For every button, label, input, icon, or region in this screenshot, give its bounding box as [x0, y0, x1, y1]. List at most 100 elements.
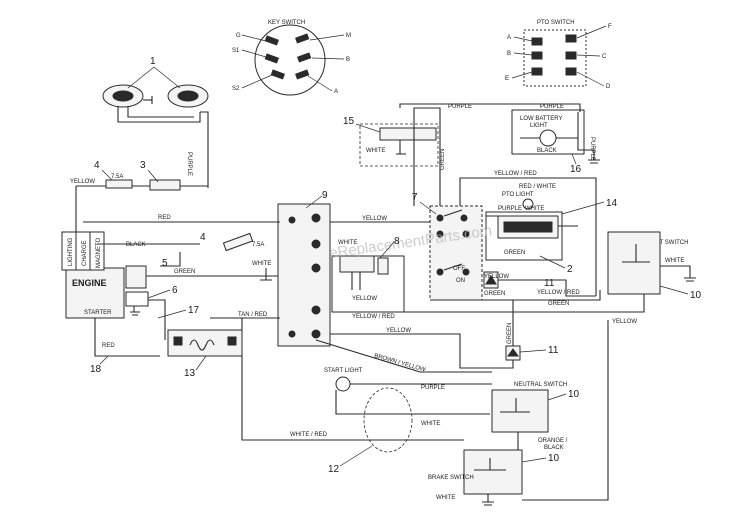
key-terminal-s1: S1 — [232, 48, 240, 54]
wire-label-white-brake: WHITE — [436, 495, 455, 501]
key-terminal-g: G — [236, 33, 241, 39]
start-light-label: START LIGHT — [324, 368, 363, 374]
wire-label-white-pto: WHITE — [525, 206, 544, 212]
wire-label-green-vertical: GREEN — [440, 149, 446, 170]
module-off-label: OFF — [453, 266, 465, 272]
pto-terminal-a: A — [507, 35, 511, 41]
wire-label-yellow-relay: YELLOW — [352, 296, 377, 302]
engine-terminal-lighting: LIGHTING — [68, 237, 74, 266]
start-light: START LIGHT — [324, 368, 492, 453]
module-on-label: ON — [456, 278, 465, 284]
fuse-light-switch: 7.5A YELLOW — [70, 174, 208, 191]
starter-relay — [167, 317, 276, 357]
diode-upper — [483, 271, 499, 289]
callout-10-seat: 10 — [690, 290, 702, 301]
callout-15: 15 — [343, 116, 355, 127]
brake-switch-label: BRAKE SWITCH — [428, 475, 474, 481]
wiring-harness: RED BLACK GREEN WHITE YELLOW GREEN PURPL… — [90, 103, 645, 501]
wire-label-white-relay: WHITE — [338, 240, 357, 246]
pto-terminal-f: F — [608, 24, 612, 30]
callout-6: 6 — [172, 285, 178, 296]
engine-starter-label: STARTER — [84, 310, 112, 316]
wire-label-red-main: RED — [158, 215, 171, 221]
callout-1: 1 — [150, 56, 156, 67]
pto-interlock-module: OFF ON — [429, 205, 483, 301]
pto-relay: WHITE — [331, 240, 405, 313]
wire-label-green-module: GREEN — [484, 291, 505, 297]
wire-label-yellow-module: YELLOW — [484, 274, 509, 280]
wire-label-green-pto: GREEN — [504, 250, 525, 256]
brake-switch: BRAKE SWITCH WHITE — [428, 449, 523, 506]
wire-label-yellow-lower: YELLOW — [386, 328, 411, 334]
neutral-switch: NEUTRAL SWITCH ORANGE / BLACK — [491, 382, 568, 451]
wire-label-white-seat: WHITE — [665, 258, 684, 264]
engine-terminal-magneto: MAGNETO — [96, 237, 102, 268]
wire-label-white-red: WHITE / RED — [290, 432, 328, 438]
wire-label-red-white: RED / WHITE — [519, 184, 556, 190]
wire-label-yellow-top: YELLOW — [70, 179, 95, 185]
key-terminal-b: B — [346, 57, 350, 63]
wire-label-green-main: GREEN — [174, 269, 195, 275]
fuse-rating: 7.5A — [111, 174, 123, 180]
low-battery-label-2: LIGHT — [530, 123, 548, 129]
wire-label-black-battery: BLACK — [537, 148, 557, 154]
wire-label-brown-yellow: BROWN / YELLOW — [373, 353, 426, 373]
callout-2: 2 — [567, 264, 573, 275]
wire-label-yellow-red-relay: YELLOW / RED — [352, 314, 395, 320]
wire-label-white-board: WHITE — [252, 261, 271, 267]
wire-label-tan-red: TAN / RED — [238, 312, 268, 318]
wire-label-purple-top-2: PURPLE — [540, 104, 564, 110]
pto-light-assembly: PTO LIGHT RED / WHITE PURPLE WHITE GREEN — [485, 184, 578, 261]
low-battery-label-1: LOW BATTERY — [520, 116, 562, 122]
seat-switch: SEAT SWITCH WHITE — [607, 231, 696, 295]
callout-8: 8 — [394, 236, 400, 247]
pto-light-label: PTO LIGHT — [502, 192, 534, 198]
wire-label-orange-black-1: ORANGE / — [538, 438, 568, 444]
key-switch-title: KEY SWITCH — [268, 20, 305, 26]
key-switch: KEY SWITCH G M S1 B S2 A — [232, 20, 351, 96]
pto-terminal-c: C — [602, 54, 607, 60]
callout-4-mid: 4 — [200, 232, 206, 243]
callout-12: 12 — [328, 464, 340, 475]
callout-9: 9 — [322, 190, 328, 201]
fuse-block-rating: 7.5A — [252, 242, 264, 248]
key-terminal-s2: S2 — [232, 86, 240, 92]
wire-label-green-lower: GREEN — [548, 301, 569, 307]
diode-module-15: WHITE — [359, 123, 439, 167]
pto-terminal-b: B — [507, 51, 511, 57]
wire-label-green-diode: GREEN — [507, 323, 513, 344]
engine-terminal-charge: CHARGE — [82, 240, 88, 266]
headlights: PURPLE — [102, 66, 209, 188]
callout-5: 5 — [162, 258, 168, 269]
wire-label-purple-headlight: PURPLE — [186, 152, 192, 176]
wire-label-yellow-seat: YELLOW — [612, 319, 637, 325]
neutral-switch-label: NEUTRAL SWITCH — [514, 382, 567, 388]
seat-switch-label: SEAT SWITCH — [648, 240, 688, 246]
callout-3: 3 — [140, 160, 146, 171]
main-connector-board: 7.5A — [222, 203, 331, 347]
callout-10-brake: 10 — [548, 453, 560, 464]
engine: ENGINE STARTER LIGHTING CHARGE MAGNETO — [61, 186, 260, 357]
wire-label-purple-pto: PURPLE — [498, 206, 522, 212]
wire-label-white-15: WHITE — [366, 148, 385, 154]
callout-14: 14 — [606, 198, 618, 209]
wire-label-white-neutral: WHITE — [421, 421, 440, 427]
wire-label-yellow-red-top: YELLOW / RED — [494, 171, 537, 177]
low-battery-light: LOW BATTERY LIGHT BLACK PURPLE — [511, 109, 600, 164]
pto-switch-title: PTO SWITCH — [537, 20, 575, 26]
callout-17: 17 — [188, 305, 200, 316]
pto-terminal-d: D — [606, 84, 611, 90]
wire-label-purple-neutral: PURPLE — [421, 385, 445, 391]
callout-13: 13 — [184, 368, 196, 379]
callout-11-lower: 11 — [548, 345, 559, 356]
callout-11-upper: 11 — [544, 278, 555, 289]
callout-18: 18 — [90, 364, 102, 375]
wire-label-yellow-red-mid: YELLOW / RED — [537, 290, 580, 296]
callout-4-top: 4 — [94, 160, 100, 171]
callout-10-neutral: 10 — [568, 389, 580, 400]
pto-terminal-e: E — [505, 76, 509, 82]
callout-7: 7 — [412, 192, 418, 203]
wire-label-black-main: BLACK — [126, 242, 146, 248]
key-terminal-m: M — [346, 33, 351, 39]
